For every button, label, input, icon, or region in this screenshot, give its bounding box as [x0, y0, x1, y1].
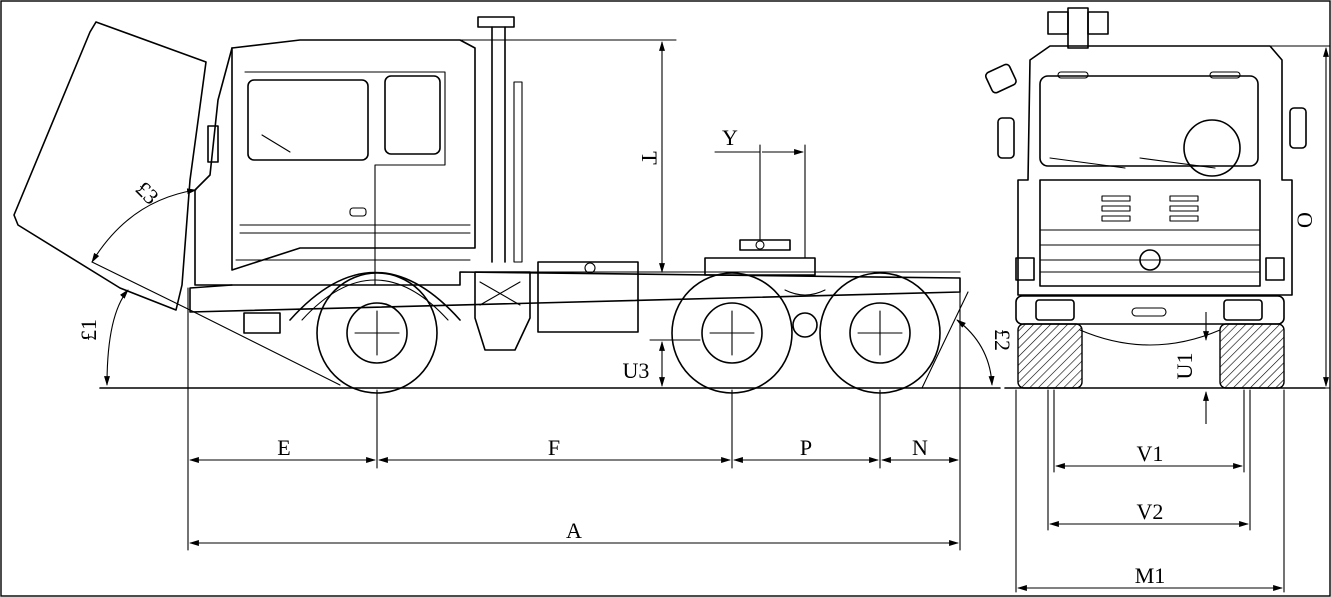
- grille: [1039, 179, 1261, 287]
- brand-emblem: [1139, 249, 1161, 271]
- beacon-left: [1047, 11, 1069, 35]
- axle-front: [1079, 329, 1221, 346]
- label-angle1: £1: [76, 319, 101, 341]
- front-fender-inner: [301, 279, 449, 321]
- label-E: E: [277, 435, 290, 460]
- rear-wheel: [819, 272, 941, 394]
- side-view: E F P N A Y U3 T £1 £2 £3: [13, 16, 1015, 551]
- front-steering-wheel: [1183, 119, 1241, 177]
- label-F: F: [548, 435, 560, 460]
- fifth-wheel: [704, 257, 816, 276]
- label-P: P: [800, 435, 812, 460]
- label-V1: V1: [1137, 441, 1164, 466]
- front-cab-outline: [1017, 45, 1293, 296]
- approach-line: [189, 309, 341, 386]
- fifth-wheel-top: [739, 239, 791, 251]
- label-V2: V2: [1137, 499, 1164, 524]
- wiper-right: [1139, 157, 1216, 169]
- departure-line: [921, 291, 969, 389]
- tyre-left: [1017, 323, 1083, 389]
- cab-body: [231, 39, 476, 271]
- battery-box: [474, 271, 531, 351]
- label-N: N: [912, 435, 928, 460]
- label-Y: Y: [722, 125, 738, 150]
- roof-light-left: [1057, 71, 1089, 79]
- headlamp-right: [1223, 299, 1263, 321]
- angle3-arc: [91, 188, 197, 263]
- grille-slots: [1039, 195, 1261, 273]
- label-angle3: £3: [131, 176, 164, 209]
- steering-wheel: [261, 134, 291, 153]
- fuel-tank: [537, 261, 639, 333]
- mirror-side: [207, 125, 219, 163]
- label-O: O: [1292, 212, 1317, 228]
- front-bumper: [1015, 295, 1285, 325]
- windshield: [1039, 75, 1259, 167]
- cab-window-main: [247, 79, 369, 161]
- tyre-right: [1219, 323, 1285, 389]
- label-U3: U3: [623, 358, 650, 383]
- front-wheel: [316, 272, 438, 394]
- wiper-left: [1049, 157, 1126, 169]
- label-T: T: [637, 151, 662, 165]
- bumper-slot: [1131, 307, 1167, 317]
- roof-light-right: [1209, 71, 1241, 79]
- angle1-arc: [104, 289, 129, 386]
- door-handle: [349, 207, 367, 217]
- fuel-cap: [584, 262, 596, 274]
- chassis-frame: [189, 271, 961, 313]
- front-view: V1 V2 M1 O U1: [984, 7, 1331, 593]
- cab-door: [244, 71, 446, 286]
- angle2-arc: [956, 319, 995, 386]
- cab-window-rear: [384, 75, 441, 155]
- exhaust-cap: [477, 16, 515, 28]
- beacon-right: [1087, 11, 1109, 35]
- mirror-upper-left: [984, 63, 1017, 94]
- label-M1: M1: [1135, 563, 1166, 588]
- cab-front: [194, 47, 233, 286]
- label-angle2: £2: [990, 329, 1015, 351]
- suspension-leaf: [784, 289, 826, 296]
- suspension-spring: [792, 312, 818, 338]
- step-side: [243, 312, 281, 334]
- beacon-mount: [1067, 7, 1089, 49]
- side-lamp-left: [1015, 257, 1035, 281]
- label-U1: U1: [1172, 353, 1197, 380]
- side-lamp-right: [1265, 257, 1285, 281]
- headlamp-left: [1035, 299, 1075, 321]
- mirror-left: [997, 117, 1015, 159]
- fifth-wheel-pin: [755, 240, 765, 250]
- label-A: A: [566, 518, 582, 543]
- battery-cross: [479, 281, 521, 306]
- mirror-right: [1289, 107, 1307, 149]
- tilted-cab-outline: [13, 21, 207, 311]
- approach-ref-line: [91, 261, 191, 311]
- exhaust-guard: [513, 81, 523, 263]
- middle-wheel: [671, 272, 793, 394]
